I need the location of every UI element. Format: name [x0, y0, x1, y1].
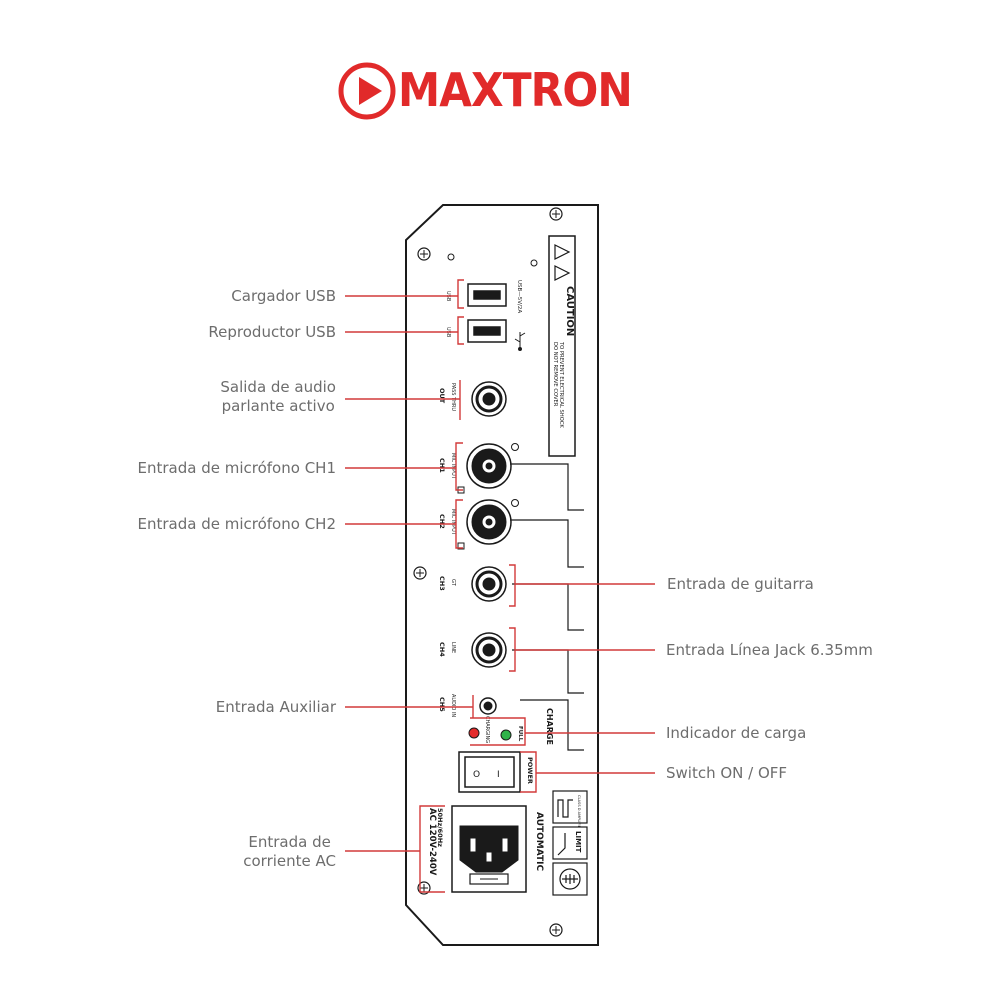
mic-input-label-1: MIC INPUT [450, 453, 456, 480]
callout-audio-out: Salida de audio parlante activo [220, 378, 336, 416]
led-charging-icon [468, 727, 480, 739]
callout-guitar: Entrada de guitarra [667, 575, 814, 593]
callout-audio-out-line1: Salida de audio [220, 378, 336, 396]
brand-name: MAXTRON [398, 63, 633, 117]
warning-triangle-icon [554, 244, 571, 281]
ac-frequency-label: 50Hz/60Hz [436, 808, 444, 847]
gt-label: GT [450, 579, 456, 587]
callout-ac-input: Entrada de corriente AC [243, 833, 336, 871]
automatic-label: AUTOMATIC [534, 812, 544, 871]
callout-usb-player: Reproductor USB [208, 323, 336, 341]
callout-charge-indicator: Indicador de carga [666, 724, 807, 742]
power-switch [458, 751, 521, 793]
callout-line-jack: Entrada Línea Jack 6.35mm [666, 641, 873, 659]
combo-jack-ch1 [466, 443, 512, 489]
mic-input-label-2: MIC INPUT [450, 509, 456, 536]
ac-voltage-label: AC 120V-240V [427, 808, 437, 876]
caution-line1: TO PREVENT ELECTRICAL SHOCK [558, 341, 564, 428]
usb-symbol-icon [514, 332, 526, 351]
callout-mic-ch2: Entrada de micrófono CH2 [137, 515, 336, 533]
callout-audio-out-line2: parlante activo [221, 397, 335, 415]
usb-port-charger [467, 283, 507, 307]
ac-inlet [451, 805, 527, 893]
callout-aux: Entrada Auxiliar [215, 698, 336, 716]
full-label: FULL [517, 726, 523, 742]
caution-title: CAUTION [564, 286, 575, 336]
usb-rating-label: USB—5V/2A [516, 280, 522, 313]
ch4-label: CH4 [438, 642, 446, 657]
class-d-label: CLASS D AMPLIFIER [577, 795, 581, 831]
audio-in-label: AUDIO IN [450, 694, 456, 717]
ground-symbol-icon [552, 862, 588, 896]
callout-leader-lines [345, 295, 655, 852]
charge-label: CHARGE [545, 708, 554, 745]
power-label: POWER [526, 757, 534, 784]
ch2-label: CH2 [438, 514, 446, 529]
class-d-symbol-icon [552, 790, 588, 824]
callout-ac-line1: Entrada de [248, 833, 331, 851]
callout-usb-charger: Cargador USB [231, 287, 336, 305]
ch1-label: CH1 [438, 458, 446, 473]
usb-port-player [467, 319, 507, 343]
switch-off-glyph: O [473, 770, 480, 780]
line-jack-ch4 [471, 632, 507, 668]
brand-play-logo-icon [338, 62, 396, 120]
limit-symbol-icon [552, 826, 588, 860]
callout-mic-ch1: Entrada de micrófono CH1 [137, 459, 336, 477]
limit-label: LIMIT [574, 831, 582, 853]
callout-power-switch: Switch ON / OFF [666, 764, 788, 782]
caution-box [548, 235, 576, 457]
aux-jack-ch5 [479, 697, 497, 715]
line-label: LINE [450, 642, 456, 653]
ch3-label: CH3 [438, 576, 446, 591]
led-full-icon [500, 729, 512, 741]
callout-ac-line2: corriente AC [243, 852, 336, 870]
combo-jack-ch2 [466, 499, 512, 545]
out-label: OUT [438, 388, 446, 404]
charging-label: CHARGING [484, 716, 490, 743]
ch5-label: CH5 [438, 697, 446, 712]
caution-line2: DO NOT REMOVE COVER [552, 342, 558, 407]
pass-thru-jack [471, 381, 507, 417]
guitar-jack-ch3 [471, 566, 507, 602]
switch-on-glyph: I [497, 770, 500, 780]
pass-thru-label: PASS THRU [450, 383, 456, 411]
